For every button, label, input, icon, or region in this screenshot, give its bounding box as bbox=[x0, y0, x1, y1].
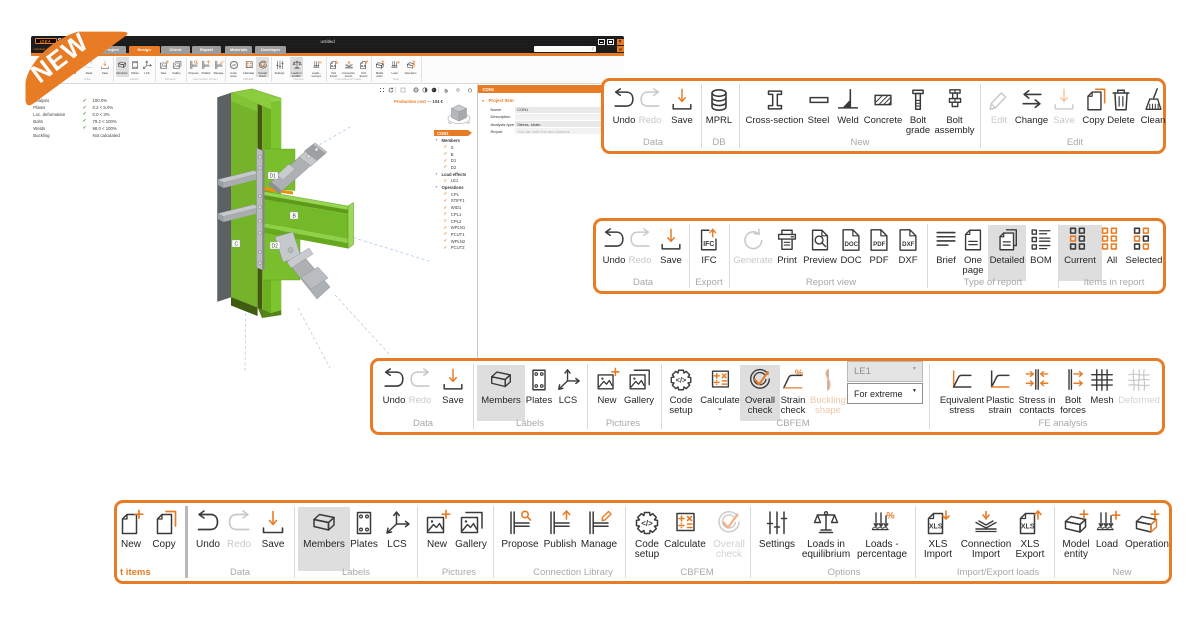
svg-text:%: % bbox=[795, 368, 803, 378]
svg-text:D1: D1 bbox=[270, 173, 277, 179]
svg-text:B: B bbox=[293, 213, 297, 219]
svg-text:</>: </> bbox=[641, 519, 653, 528]
svg-text:XLS: XLS bbox=[330, 65, 335, 68]
svg-text:%: % bbox=[886, 511, 895, 522]
svg-text:XLS: XLS bbox=[360, 65, 365, 68]
svg-text:IFC: IFC bbox=[703, 241, 714, 248]
svg-text:DOC: DOC bbox=[844, 241, 858, 248]
svg-text:XLS: XLS bbox=[1021, 524, 1035, 531]
svg-text:%: % bbox=[318, 60, 321, 64]
svg-text:DXF: DXF bbox=[902, 241, 914, 248]
svg-text:C: C bbox=[235, 241, 239, 247]
svg-text:</>: </> bbox=[676, 376, 687, 385]
svg-text:</>: </> bbox=[231, 63, 235, 67]
svg-text:D2: D2 bbox=[272, 243, 279, 249]
svg-text:PDF: PDF bbox=[873, 241, 885, 248]
svg-text:XLS: XLS bbox=[929, 524, 943, 531]
